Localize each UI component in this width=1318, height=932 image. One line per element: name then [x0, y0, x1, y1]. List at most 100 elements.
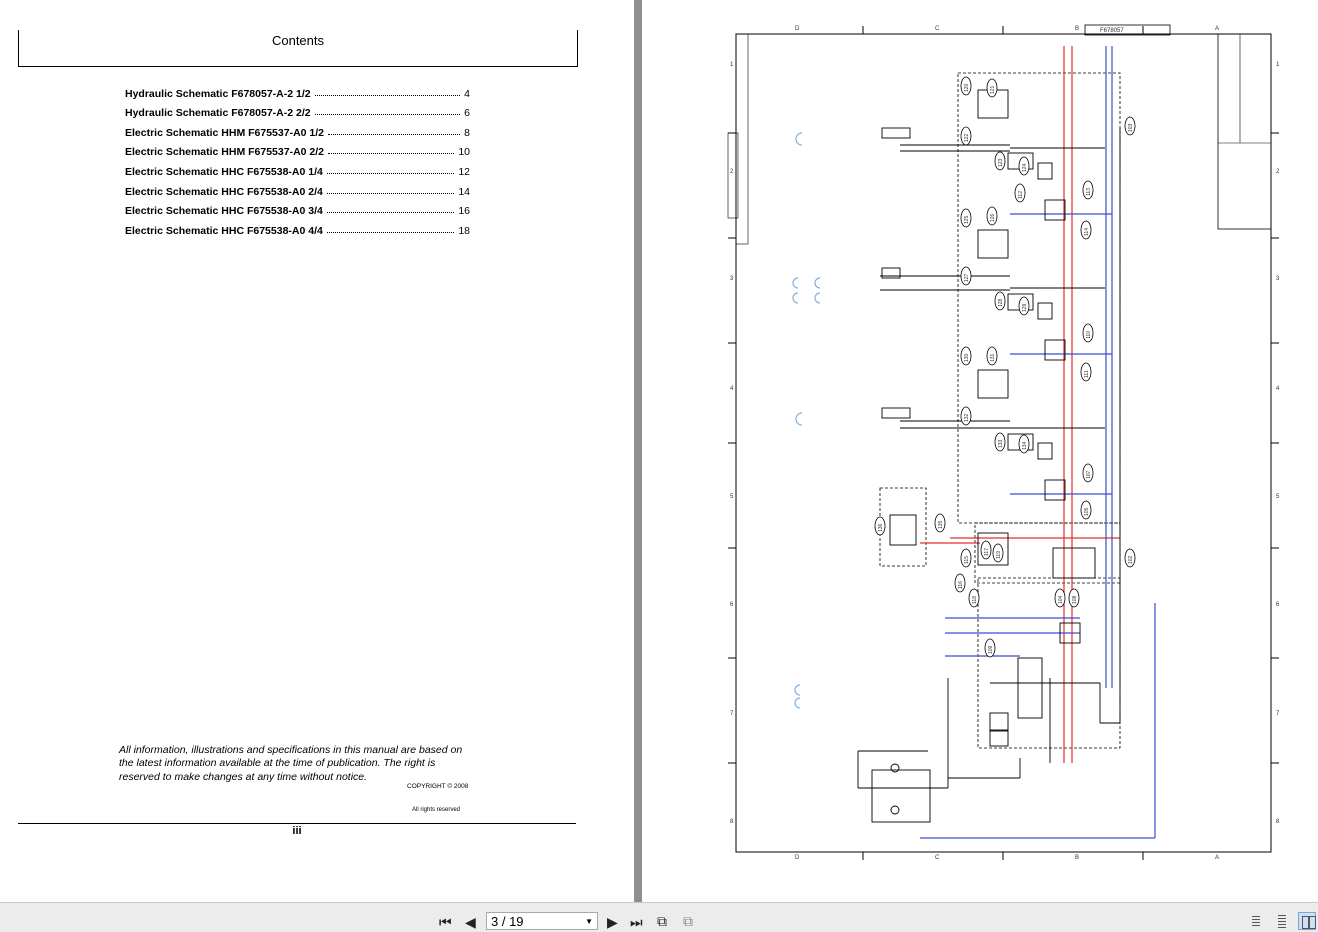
viewer-toolbar [0, 902, 1318, 932]
callout-124: 124 [1018, 156, 1030, 176]
single-page-icon[interactable] [1246, 912, 1264, 930]
grid-number: 1 [1276, 62, 1280, 68]
last-page-icon[interactable]: ⏭ [630, 914, 643, 930]
callout-102: 102 [1124, 548, 1136, 568]
svg-text:124: 124 [1022, 163, 1028, 172]
callout-123: 123 [994, 151, 1006, 171]
callout-132: 132 [960, 406, 972, 426]
callout-116: 116 [954, 573, 966, 593]
grid-number: 3 [1276, 276, 1280, 282]
toc-leader-dots [314, 94, 461, 96]
grid-number: 2 [730, 169, 734, 175]
svg-text:122: 122 [964, 133, 970, 142]
callout-110: 110 [1082, 323, 1094, 343]
svg-text:131: 131 [990, 353, 996, 362]
drawing-number-box [1084, 24, 1171, 36]
toc-entry-page: 12 [458, 165, 470, 178]
svg-text:118: 118 [972, 596, 978, 604]
facing-icon[interactable] [1298, 912, 1316, 930]
toc-entry[interactable]: Electric Schematic HHC F675538-A0 3/4 16 [125, 198, 470, 218]
next-page-icon[interactable]: ▶ [607, 914, 618, 930]
toc-leader-dots [326, 172, 455, 174]
grid-number: 7 [730, 711, 734, 717]
grid-number: 8 [1276, 819, 1280, 825]
grid-number: 6 [1276, 602, 1280, 608]
callout-130: 130 [960, 346, 972, 366]
callout-125: 125 [960, 208, 972, 228]
toc-entry-title: Electric Schematic HHM F675537-A0 2/2 [125, 146, 325, 159]
grid-number: 4 [1276, 386, 1280, 392]
svg-text:102: 102 [1128, 555, 1134, 564]
grid-number: 5 [1276, 494, 1280, 500]
callout-107: 107 [1082, 463, 1094, 483]
toc-entry-page: 6 [464, 107, 470, 120]
first-page-icon[interactable]: ⏮ [439, 914, 452, 930]
title-block [1217, 33, 1272, 230]
svg-text:111: 111 [1084, 370, 1090, 378]
chevron-down-icon[interactable]: ▼ [585, 917, 593, 926]
rotate-icon[interactable]: ⧉ [657, 913, 667, 929]
grid-number: 6 [730, 602, 734, 608]
callout-111: 111 [1080, 362, 1092, 382]
grid-letter: A [1215, 26, 1219, 32]
svg-text:132: 132 [964, 413, 970, 422]
toc-leader-dots [328, 152, 455, 155]
svg-text:113: 113 [1086, 188, 1092, 196]
grid-letter: D [795, 26, 800, 32]
pilot-lines [857, 128, 1121, 789]
callout-108: 108 [1068, 588, 1080, 608]
toc-leader-dots [328, 133, 461, 135]
toc-entry-page: 16 [458, 205, 470, 218]
contents-title: Contents [271, 33, 325, 48]
toc-entry-title: Hydraulic Schematic F678057-A-2 2/2 [125, 107, 311, 120]
continuous-icon[interactable] [1272, 912, 1290, 930]
revision-block [735, 33, 749, 245]
svg-text:133: 133 [998, 439, 1004, 448]
toc-entry-title: Electric Schematic HHM F675537-A0 1/2 [125, 126, 325, 139]
contents-header-box: Contents [18, 30, 578, 67]
footer-divider [18, 823, 576, 824]
svg-text:110: 110 [1086, 331, 1092, 339]
callout-118: 118 [968, 588, 980, 608]
svg-text:125: 125 [964, 215, 970, 224]
svg-text:128: 128 [998, 298, 1004, 307]
toc-entry-title: Electric Schematic HHC F675538-A0 3/4 [125, 205, 323, 218]
grid-number: 8 [730, 819, 734, 825]
grid-letter: B [1075, 855, 1079, 861]
toc-entry[interactable]: Hydraulic Schematic F678057-A-2 2/2 6 [125, 100, 470, 120]
svg-text:126: 126 [990, 213, 996, 222]
callout-133: 133 [994, 432, 1006, 452]
callout-105: 105 [1080, 500, 1092, 520]
fit-icon[interactable]: ⧉ [683, 913, 693, 929]
rights-text: All rights reserved [412, 807, 461, 813]
callout-120: 120 [960, 76, 972, 96]
svg-text:103: 103 [1128, 123, 1134, 132]
callout-114: 114 [1080, 220, 1092, 240]
svg-text:134: 134 [1022, 441, 1028, 450]
toc-entry-page: 8 [464, 126, 470, 139]
page-number-roman: iii [292, 825, 302, 837]
svg-text:108: 108 [1072, 595, 1078, 604]
toc-leader-dots [314, 113, 461, 116]
toc-entry[interactable]: Electric Schematic HHM F675537-A0 1/2 8 [125, 119, 470, 139]
svg-text:136: 136 [878, 523, 884, 532]
callout-127: 127 [960, 266, 972, 286]
svg-text:105: 105 [1084, 507, 1090, 516]
grid-letter: D [795, 855, 800, 861]
page-number-input[interactable]: 3 / 19 ▼ [486, 912, 598, 930]
page-left: Contents Hydraulic Schematic F678057-A-2… [0, 0, 634, 902]
svg-text:112: 112 [1018, 191, 1024, 199]
grid-number: 5 [730, 494, 734, 500]
svg-text:135: 135 [938, 520, 944, 529]
callout-113: 113 [1082, 180, 1094, 200]
svg-text:116: 116 [958, 581, 964, 589]
prev-page-icon[interactable]: ◀ [465, 914, 476, 930]
